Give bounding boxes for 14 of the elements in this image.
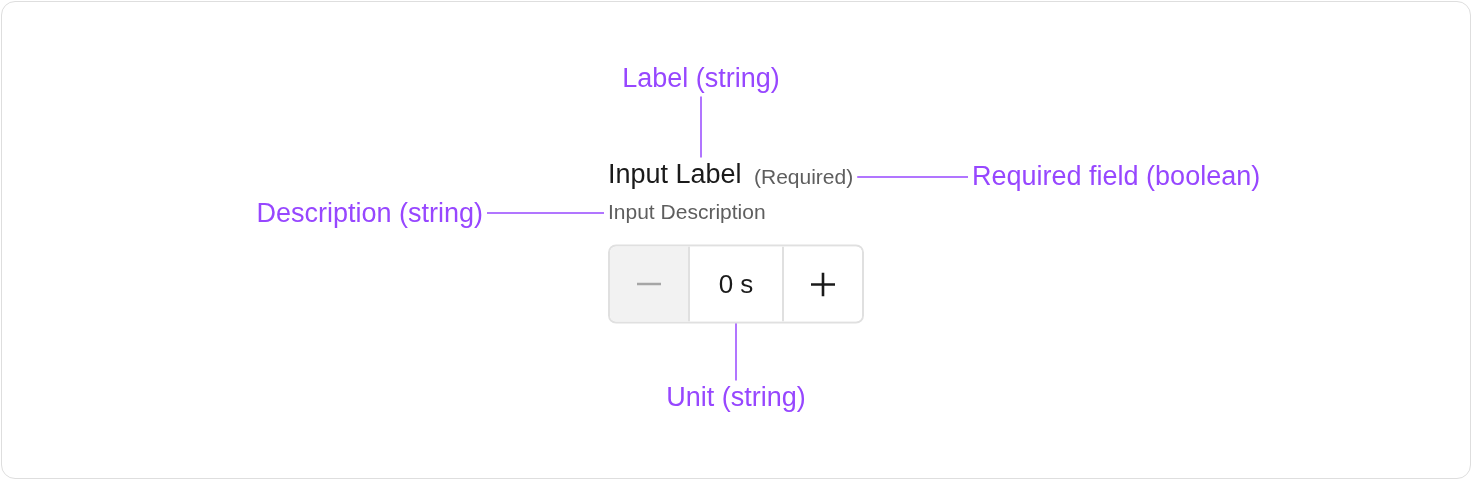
leader-line bbox=[700, 95, 702, 159]
leader-line bbox=[856, 176, 969, 178]
input-label: Input Label bbox=[604, 157, 746, 193]
callout-label: Label (string) bbox=[618, 61, 784, 97]
callout-label: Required field (boolean) bbox=[968, 159, 1265, 195]
increment-button bbox=[784, 246, 862, 322]
callout-label: Description (string) bbox=[252, 196, 487, 232]
value-display: 0 s bbox=[690, 246, 784, 322]
callout-label: Unit (string) bbox=[662, 380, 810, 416]
required-marker: (Required) bbox=[750, 162, 858, 192]
decrement-button bbox=[610, 246, 690, 322]
input-description: Input Description bbox=[604, 197, 770, 227]
leader-line bbox=[486, 212, 605, 214]
number-stepper bbox=[608, 244, 864, 324]
